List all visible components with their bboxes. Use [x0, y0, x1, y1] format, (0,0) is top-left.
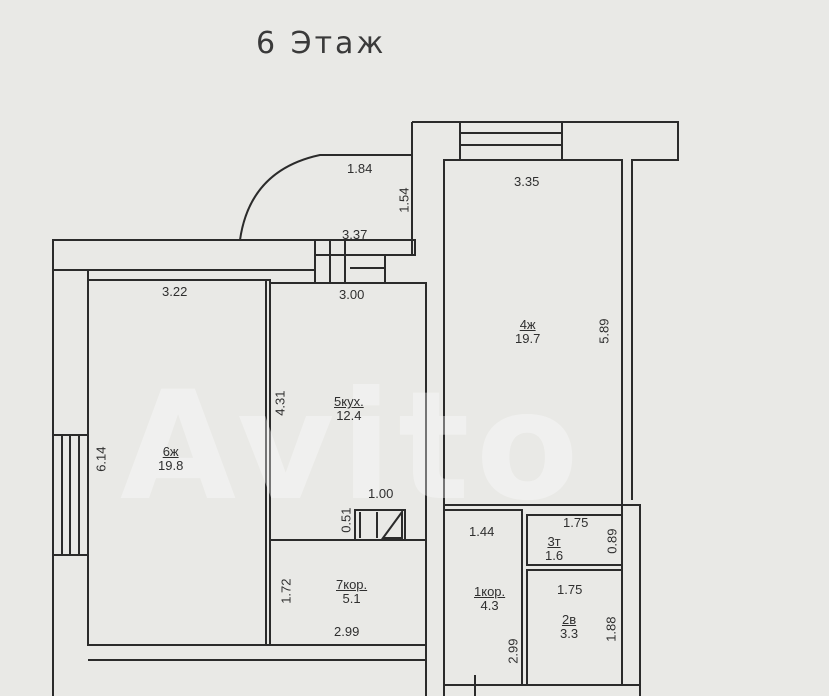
dim-room2-right: 1.88 — [603, 616, 619, 642]
room-4-area: 19.7 — [515, 331, 541, 347]
dim-room5-left: 4.31 — [272, 390, 288, 416]
outer-wall-right-top — [411, 121, 679, 500]
room-6-number: 6ж — [162, 444, 179, 459]
room-4-label: 4ж 19.7 — [515, 317, 541, 347]
dim-room4-top: 3.35 — [514, 174, 540, 189]
dim-room5-top: 3.00 — [339, 287, 365, 302]
dim-room7-bottom: 2.99 — [334, 624, 360, 639]
dim-room3-right: 0.89 — [604, 528, 620, 554]
watermark: Avito — [120, 360, 585, 534]
room-3-area: 1.6 — [545, 548, 564, 564]
room-3-label: 3т 1.6 — [545, 534, 564, 564]
dim-room6-top: 3.22 — [162, 284, 188, 299]
dim-balcony-side: 1.54 — [396, 187, 412, 213]
dim-room6-left: 6.14 — [93, 446, 109, 472]
room-7-label: 7кор. 5.1 — [336, 577, 368, 607]
outer-wall-bottom — [88, 644, 426, 661]
room-5-number: 5кух. — [334, 394, 364, 409]
balcony-steps — [314, 240, 386, 283]
dim-balcony-bottom: 3.37 — [342, 227, 368, 242]
dim-room1-top: 1.44 — [469, 524, 495, 539]
room-6-label: 6ж 19.8 — [158, 444, 184, 474]
room-2-label: 2в 3.3 — [560, 612, 579, 642]
dim-room4-right: 5.89 — [596, 318, 612, 344]
room-4-number: 4ж — [519, 317, 536, 332]
room-1-number: 1кор. — [474, 584, 506, 599]
window-left — [53, 434, 88, 556]
room-2-area: 3.3 — [560, 626, 579, 642]
dim-vent-height: 0.51 — [338, 507, 354, 533]
room-5-label: 5кух. 12.4 — [334, 394, 364, 424]
outer-wall-right — [621, 504, 641, 696]
dim-room3-top: 1.75 — [563, 515, 589, 530]
room-1-area: 4.3 — [480, 598, 499, 614]
room-2-number: 2в — [561, 612, 577, 627]
dim-room7-left: 1.72 — [278, 578, 294, 604]
room-1-label: 1кор. 4.3 — [474, 584, 506, 614]
room-3-number: 3т — [547, 534, 561, 549]
balcony-outline — [239, 154, 413, 241]
window-top — [459, 122, 563, 160]
dim-balcony-top: 1.84 — [347, 161, 373, 176]
dim-vent-width: 1.00 — [368, 486, 394, 501]
room-6-area: 19.8 — [158, 458, 184, 474]
room-5-area: 12.4 — [336, 408, 362, 424]
dim-room2-top: 1.75 — [557, 582, 583, 597]
room-7-number: 7кор. — [336, 577, 368, 592]
floor-title: 6 Этаж — [256, 26, 387, 61]
room-7-area: 5.1 — [342, 591, 361, 607]
dim-room1-left: 2.99 — [505, 638, 521, 664]
